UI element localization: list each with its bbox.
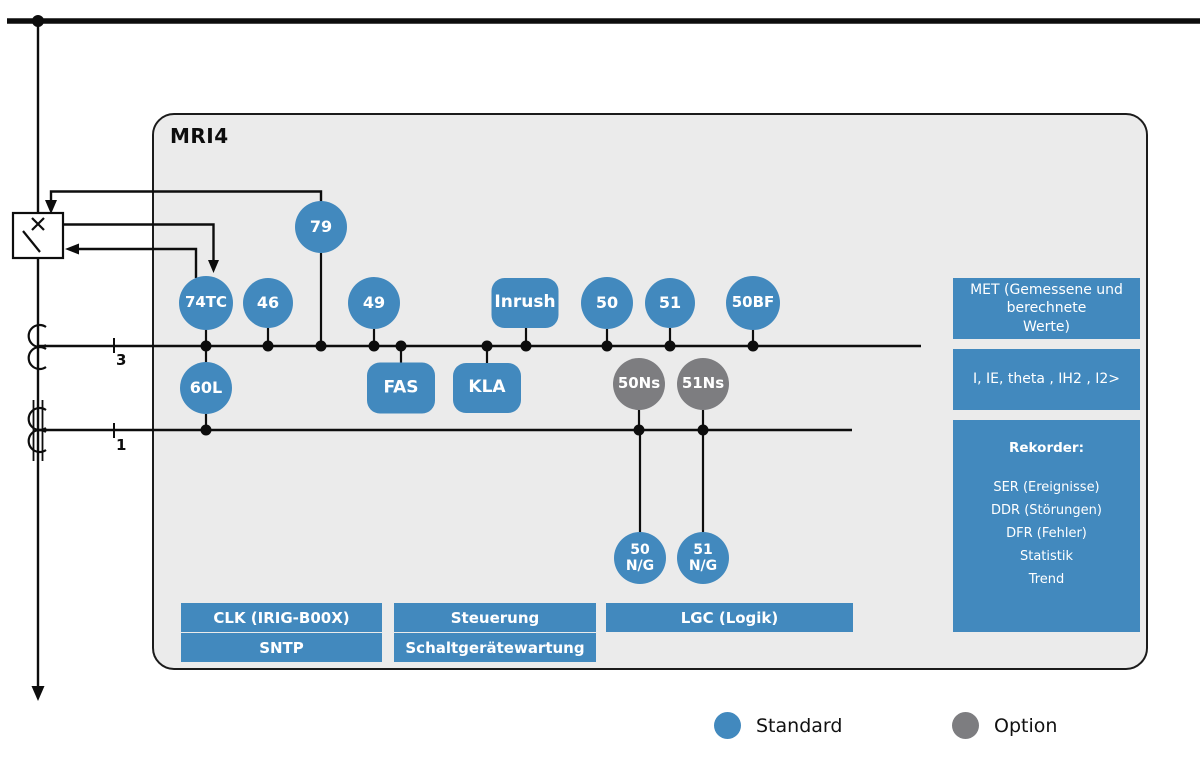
feature-bar-clk: CLK (IRIG-B00X) xyxy=(181,603,382,632)
feature-bar-schaltgeraetewartung: Schaltgerätewartung xyxy=(394,633,596,662)
close-command-arrow-icon xyxy=(45,200,57,214)
legend-label: Standard xyxy=(756,714,843,737)
function-node-50BF: 50BF xyxy=(726,276,780,330)
legend-label: Option xyxy=(994,714,1058,737)
busbar-line xyxy=(7,15,1200,27)
recorder-item-0: SER (Ereignisse) xyxy=(993,480,1100,495)
phase-count-label: 3 xyxy=(116,351,127,369)
legend-item-option: Option xyxy=(952,712,1057,739)
breaker-control-arrows xyxy=(45,190,323,278)
function-node-49: 49 xyxy=(348,277,400,329)
position-feedback-arrow-icon xyxy=(208,260,219,273)
legend-standard-dot-icon xyxy=(714,712,741,739)
recorder-items: SER (Ereignisse) DDR (Störungen) DFR (Fehl… xyxy=(991,472,1102,595)
legend-option-dot-icon xyxy=(952,712,979,739)
feature-bar-sntp: SNTP xyxy=(181,633,382,662)
feeder-arrow-icon xyxy=(31,686,45,701)
earth-measuring-bus xyxy=(38,423,852,438)
function-node-FAS: FAS xyxy=(367,362,435,414)
recorder-item-4: Trend xyxy=(1028,572,1065,587)
quantities-box: I, IE, theta , IH2 , I2> xyxy=(953,349,1140,410)
function-node-46: 46 xyxy=(243,278,293,328)
measurement-box: MET (Gemessene und berechnete Werte) xyxy=(953,278,1140,339)
recorder-item-1: DDR (Störungen) xyxy=(991,503,1102,518)
legend-item-standard: Standard xyxy=(714,712,842,739)
recorder-item-2: DFR (Fehler) xyxy=(1006,526,1087,541)
feature-bar-steuerung: Steuerung xyxy=(394,603,596,632)
trip-command-arrow-icon xyxy=(65,243,79,255)
feature-bar-lgc: LGC (Logik) xyxy=(606,603,853,632)
recorder-box: Rekorder: SER (Ereignisse) DDR (Störungen… xyxy=(953,420,1140,632)
recorder-item-3: Statistik xyxy=(1019,549,1074,564)
function-node-50Ns: 50Ns xyxy=(613,358,665,410)
function-node-50: 50 xyxy=(581,277,633,329)
function-node-74TC: 74TC xyxy=(179,276,233,330)
recorder-title: Rekorder: xyxy=(1009,440,1084,456)
feeder-line xyxy=(31,23,45,701)
phase-measuring-bus xyxy=(38,338,921,353)
function-node-KLA: KLA xyxy=(453,363,521,413)
function-node-60L: 60L xyxy=(180,362,232,414)
function-node-51Ns: 51Ns xyxy=(677,358,729,410)
function-stubs xyxy=(204,253,755,532)
function-node-50NG: 50 N/G xyxy=(614,532,666,584)
circuit-breaker-icon xyxy=(11,211,65,260)
junction-dots xyxy=(200,340,759,436)
earth-count-label: 1 xyxy=(116,436,127,454)
function-node-51NG: 51 N/G xyxy=(677,532,729,584)
function-node-51: 51 xyxy=(645,278,695,328)
function-node-Inrush: Inrush xyxy=(491,278,559,328)
function-node-79: 79 xyxy=(295,201,347,253)
device-title: MRI4 xyxy=(170,124,229,148)
